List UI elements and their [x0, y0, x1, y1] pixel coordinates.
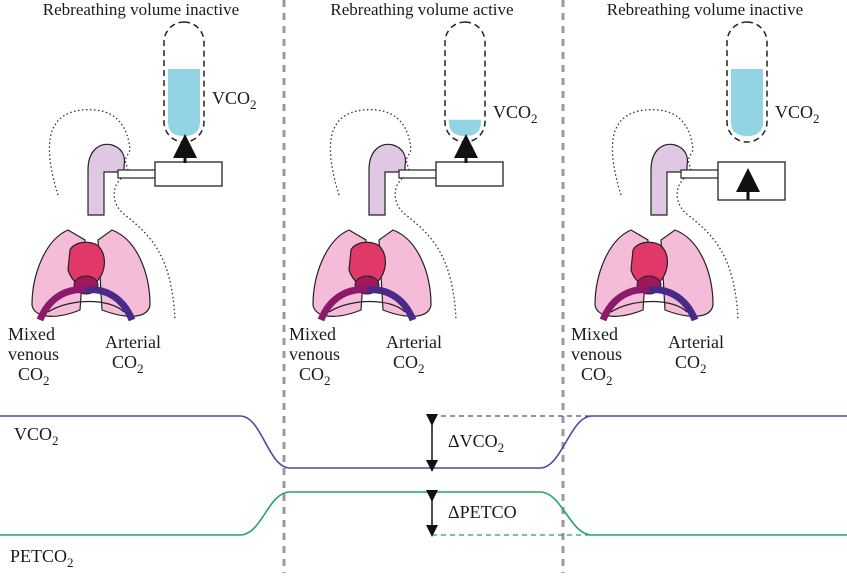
mouthpiece-tube [117, 169, 159, 179]
delta-vco2-label: ΔVCO2 [448, 431, 504, 455]
arterial-label-line2: CO2 [675, 352, 707, 376]
arterial-vessel [366, 286, 417, 322]
panel-2: VCO2 Mixed venous CO2 Arterial CO2 [289, 21, 538, 388]
reservoir-co2-fill [449, 119, 481, 136]
reservoir-co2-fill [731, 69, 763, 136]
diaphragm [47, 300, 125, 313]
airway [650, 143, 689, 216]
panel-2-title: Rebreathing volume active [330, 0, 513, 19]
arterial-label-line2: CO2 [393, 352, 425, 376]
arterial-vessel [648, 286, 699, 322]
arterial-vessel [85, 286, 136, 322]
sensor-box [435, 161, 504, 187]
arterial-label-line1: Arterial [386, 332, 442, 352]
mouthpiece-tube [680, 169, 722, 179]
mixed-venous-label-line2: venous [289, 344, 340, 364]
panel-1: VCO2 Mixed venous CO2 Arterial CO2 [8, 21, 257, 388]
arterial-label-line1: Arterial [668, 332, 724, 352]
mixed-venous-label-line1: Mixed [8, 324, 55, 344]
panel-3: VCO2 Mixed venous CO2 Arterial CO2 [571, 21, 820, 388]
mixed-venous-label-line1: Mixed [571, 324, 618, 344]
mouthpiece-tube [398, 169, 440, 179]
venous-vessel [317, 286, 368, 322]
venous-vessel [36, 286, 87, 322]
petco2-trace-label: PETCO2 [10, 546, 74, 570]
diaphragm [328, 300, 406, 313]
panel-3-title: Rebreathing volume inactive [607, 0, 803, 19]
arterial-label-line1: Arterial [105, 332, 161, 352]
mixed-venous-label-line3: CO2 [299, 364, 331, 388]
reservoir-label: VCO2 [775, 102, 820, 126]
delta-petco2-label: ΔPETCO [448, 502, 517, 522]
sensor-box [154, 161, 223, 187]
mixed-venous-label-line2: venous [8, 344, 59, 364]
reservoir-label: VCO2 [493, 102, 538, 126]
airway [87, 143, 126, 216]
mixed-venous-label-line3: CO2 [581, 364, 613, 388]
head-profile-outline [611, 109, 739, 321]
petco2-trace [0, 491, 847, 536]
airway [368, 143, 407, 216]
panel-1-title: Rebreathing volume inactive [43, 0, 239, 19]
reservoir-outline [726, 21, 768, 143]
venous-vessel [599, 286, 650, 322]
diaphragm [610, 300, 688, 313]
arterial-label-line2: CO2 [112, 352, 144, 376]
head-profile-outline [48, 109, 176, 321]
reservoir-label: VCO2 [212, 88, 257, 112]
sensor-box [717, 161, 786, 201]
mixed-venous-label-line3: CO2 [18, 364, 50, 388]
vco2-trace [0, 415, 847, 469]
vco2-trace-label: VCO2 [14, 424, 59, 448]
mixed-venous-label-line2: venous [571, 344, 622, 364]
reservoir-co2-fill [168, 69, 200, 136]
head-profile-outline [329, 109, 457, 321]
mixed-venous-label-line1: Mixed [289, 324, 336, 344]
